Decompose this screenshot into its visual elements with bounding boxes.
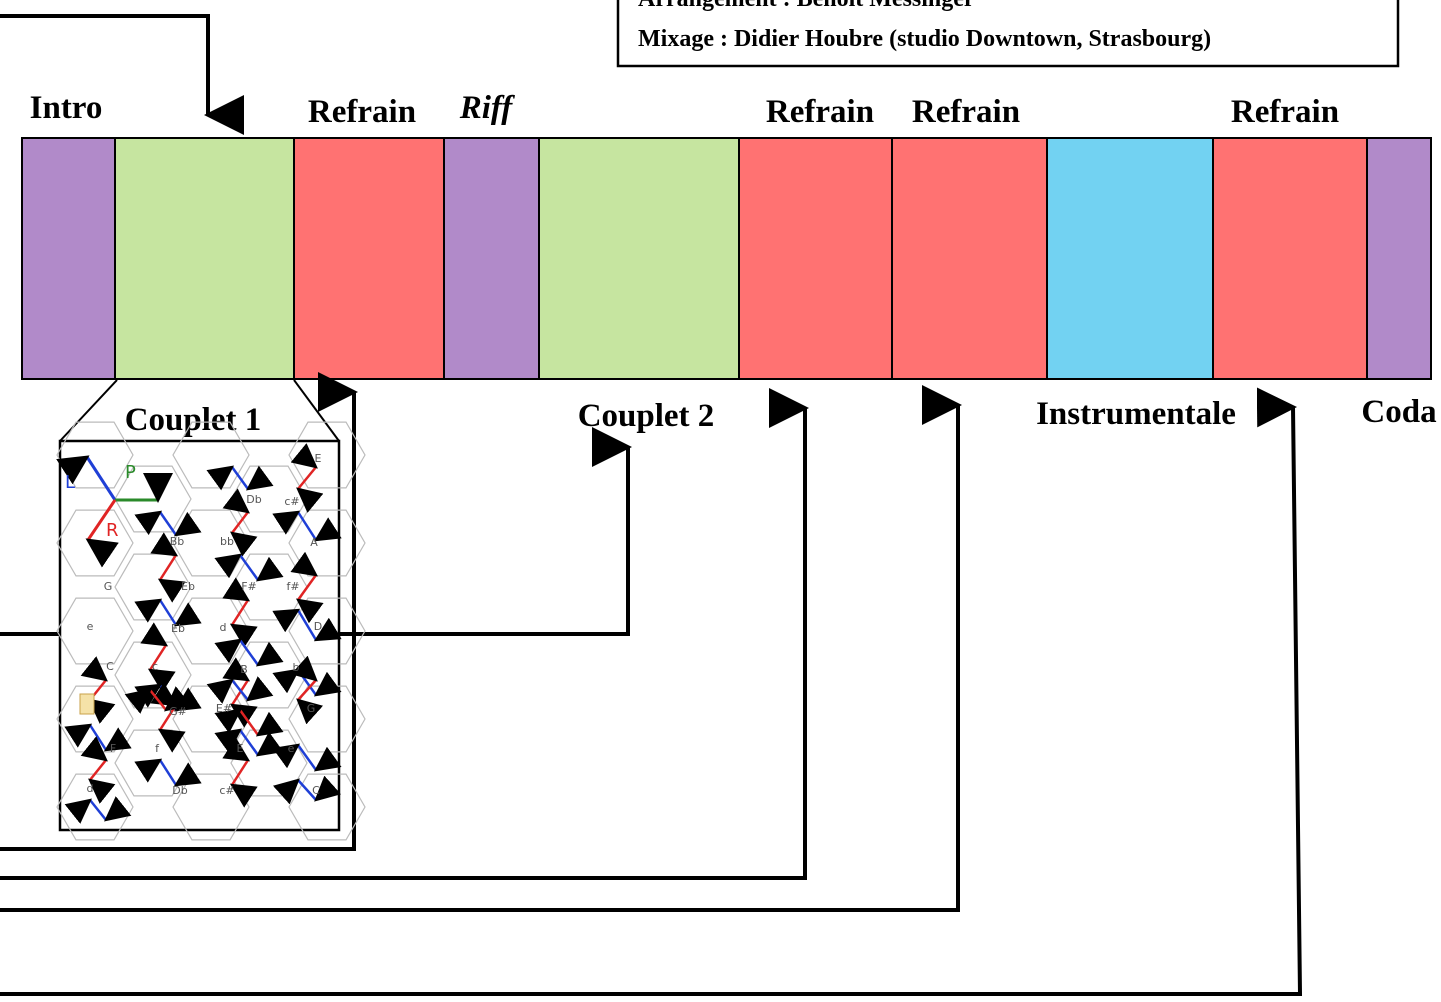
label-refrain: Refrain xyxy=(766,94,874,130)
tonnetz-transition-arrow xyxy=(272,743,342,772)
tonnetz-transition-arrow xyxy=(134,598,202,627)
l-axis-arrow xyxy=(56,455,117,501)
tonnetz-note: Db xyxy=(172,784,187,797)
tonnetz-transition-arrow xyxy=(290,443,324,513)
segment-instrumentale xyxy=(1046,137,1214,380)
segment-refrain xyxy=(1212,137,1368,380)
tonnetz-transition-arrow xyxy=(272,775,342,805)
highlight-marker xyxy=(79,693,95,715)
label-refrain: Refrain xyxy=(1231,94,1339,130)
tonnetz-transition-arrow xyxy=(290,551,324,624)
hex-cell xyxy=(56,421,134,489)
tonnetz-note: C xyxy=(312,784,320,797)
label-refrain: Refrain xyxy=(308,94,416,130)
tonnetz-note: B xyxy=(240,663,248,676)
credits-box: Arrangement : Benoît Messinger Mixage : … xyxy=(616,0,1400,68)
segment-refrain xyxy=(293,137,445,380)
hex-cell xyxy=(288,773,366,841)
timeline-bar xyxy=(21,137,1432,380)
tonnetz-transition-arrow xyxy=(80,736,116,804)
tonnetz-note: c xyxy=(152,660,158,673)
tonnetz-note: f xyxy=(155,742,160,755)
tonnetz-note: b xyxy=(293,661,300,674)
tonnetz-notes: EDbc#BbbbAGEbF#f#eEbdDCcBbaG#E#GFfEedDbc… xyxy=(85,452,323,797)
tonnetz-note: C xyxy=(106,660,114,673)
tonnetz-transition-arrow xyxy=(222,488,258,557)
tonnetz-note: E# xyxy=(216,702,232,715)
tonnetz-note: d xyxy=(220,621,227,634)
tonnetz-transition-arrow xyxy=(214,553,284,582)
tonnetz-transition-arrow xyxy=(222,577,258,648)
tonnetz-transition-arrow xyxy=(134,510,202,537)
segment-coda xyxy=(1366,137,1432,380)
tonnetz-inset: EDbc#BbbbAGEbF#f#eEbdDCcBbaG#E#GFfEedDbc… xyxy=(56,421,366,841)
connector-to-refrain1 xyxy=(0,372,358,851)
tonnetz-note: E xyxy=(237,742,244,755)
tonnetz-note: F xyxy=(110,742,116,755)
tonnetz-transition-arrow xyxy=(206,676,274,704)
tonnetz-transition-arrow xyxy=(206,465,274,491)
tonnetz-note: Eb xyxy=(181,580,195,593)
tonnetz-note: E xyxy=(315,452,322,465)
hex-cell xyxy=(288,421,366,489)
tonnetz-note: e xyxy=(288,742,295,755)
label-couplet-2: Couplet 2 xyxy=(578,398,715,434)
tonnetz-transition-arrow xyxy=(222,737,258,808)
tonnetz-note: e xyxy=(87,620,94,633)
label-intro: Intro xyxy=(30,90,103,126)
tonnetz-transition-arrow xyxy=(214,708,284,737)
segment-refrain xyxy=(891,137,1048,380)
tonnetz-transition-arrow xyxy=(290,655,324,725)
r-axis-label: R xyxy=(106,520,119,541)
tonnetz-transition-arrow xyxy=(150,532,186,603)
tonnetz-note: f# xyxy=(286,580,299,593)
hex-cell xyxy=(288,509,366,577)
segment-riff xyxy=(443,137,540,380)
connector-to-couplet1 xyxy=(0,14,244,135)
label-coda: Coda xyxy=(1361,394,1436,430)
tonnetz-note: G xyxy=(104,580,113,593)
label-instrumentale: Instrumentale xyxy=(1036,396,1236,432)
connector-to-refrain3 xyxy=(0,385,962,912)
tonnetz-note: G# xyxy=(169,705,187,718)
tonnetz-transition-arrow xyxy=(272,510,342,542)
tonnetz-note: Bb xyxy=(170,535,185,548)
p-axis-label: P xyxy=(125,462,136,483)
tonnetz-note: G xyxy=(307,702,316,715)
segment-refrain xyxy=(738,137,893,380)
tonnetz-note: F# xyxy=(241,580,257,593)
tonnetz-transition-arrow xyxy=(64,796,132,824)
label-couplet-1: Couplet 1 xyxy=(125,402,262,438)
hex-cell xyxy=(56,509,134,577)
segment-couplet-2 xyxy=(538,137,740,380)
tonnetz-note: Db xyxy=(246,493,261,506)
label-refrain: Refrain xyxy=(912,94,1020,130)
l-axis-label: L xyxy=(65,472,75,493)
segment-couplet-1 xyxy=(114,137,295,380)
tonnetz-note: Eb xyxy=(171,622,185,635)
label-riff: Riff xyxy=(459,90,516,126)
arrangement-credit: Arrangement : Benoît Messinger xyxy=(638,0,975,12)
segment-intro xyxy=(21,137,116,380)
r-axis-arrow xyxy=(85,499,119,568)
tonnetz-transition-arrow xyxy=(124,686,192,714)
connector-to-refrain2 xyxy=(0,388,809,880)
tonnetz-note: c# xyxy=(219,784,234,797)
tonnetz-note: D xyxy=(314,620,322,633)
tonnetz-arrows xyxy=(64,443,342,824)
hex-cell xyxy=(288,685,366,753)
tonnetz-note: d xyxy=(87,782,94,795)
tonnetz-transition-arrow xyxy=(272,608,342,642)
tonnetz-note: c# xyxy=(284,495,299,508)
zoom-callout xyxy=(59,379,340,442)
tonnetz-transition-arrow xyxy=(134,758,202,787)
mixage-credit: Mixage : Didier Houbre (studio Downtown,… xyxy=(638,26,1211,52)
tonnetz-note: A xyxy=(310,536,318,549)
tonnetz-note: bb xyxy=(220,535,234,548)
connector-to-refrain4 xyxy=(0,387,1303,996)
connector-lines xyxy=(0,14,1303,996)
tonnetz-transition-arrow xyxy=(140,622,176,693)
